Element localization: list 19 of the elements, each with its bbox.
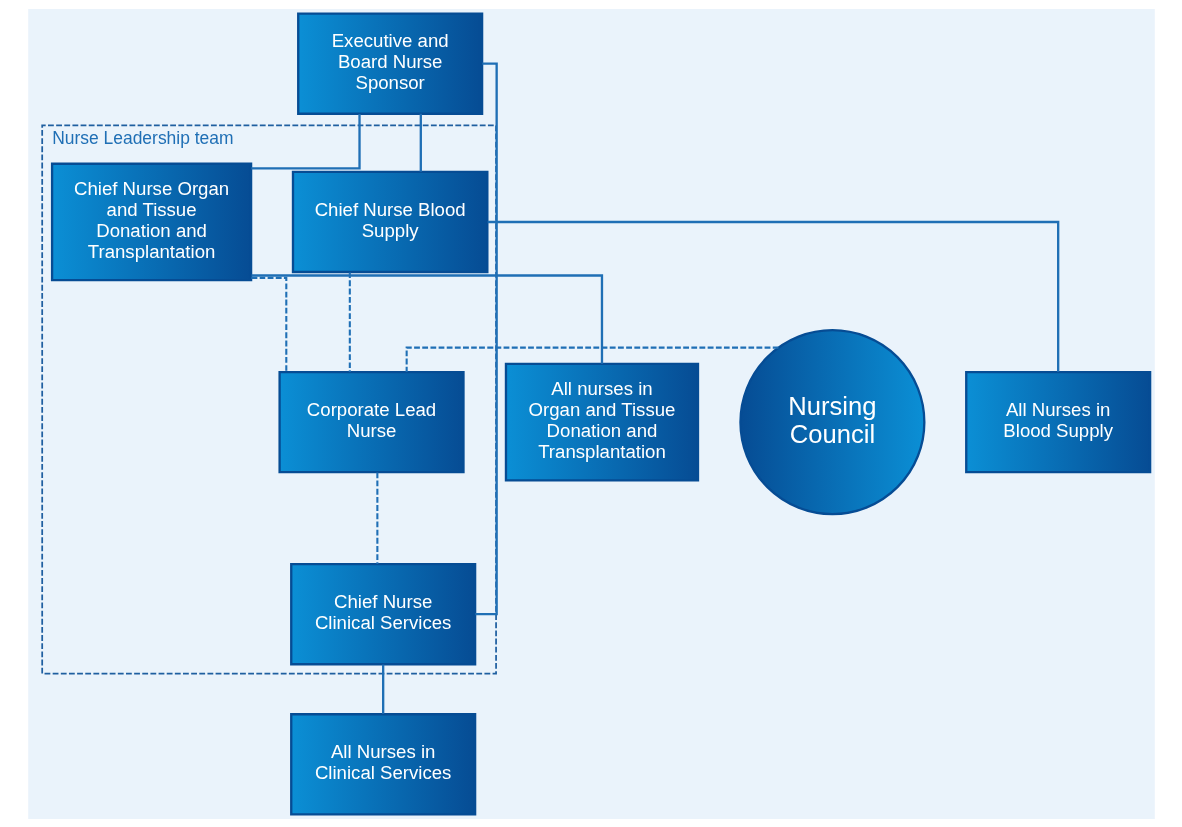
connector bbox=[474, 62, 498, 615]
connector bbox=[405, 346, 778, 372]
connector bbox=[381, 664, 384, 714]
connector bbox=[487, 220, 1059, 372]
node-box: All Nurses in Clinical Services bbox=[289, 712, 476, 815]
node-box: Corporate Lead Nurse bbox=[277, 370, 465, 473]
node-box: Chief Nurse Blood Supply bbox=[291, 170, 488, 273]
connector bbox=[375, 472, 378, 564]
connector bbox=[250, 113, 361, 170]
node-box: Executive and Board Nurse Sponsor bbox=[296, 12, 483, 115]
connector bbox=[251, 273, 603, 364]
node-box: All nurses in Organ and Tissue Donation and Transplantation bbox=[504, 362, 699, 481]
connector bbox=[419, 113, 422, 172]
node-box: Chief Nurse Clinical Services bbox=[289, 562, 476, 665]
connector bbox=[348, 272, 351, 372]
node-circle: Nursing Council bbox=[738, 328, 925, 515]
connector bbox=[250, 276, 287, 372]
node-box: All Nurses in Blood Supply bbox=[964, 370, 1151, 473]
node-box: Chief Nurse Organ and Tissue Donation and Transplantation bbox=[50, 162, 252, 281]
